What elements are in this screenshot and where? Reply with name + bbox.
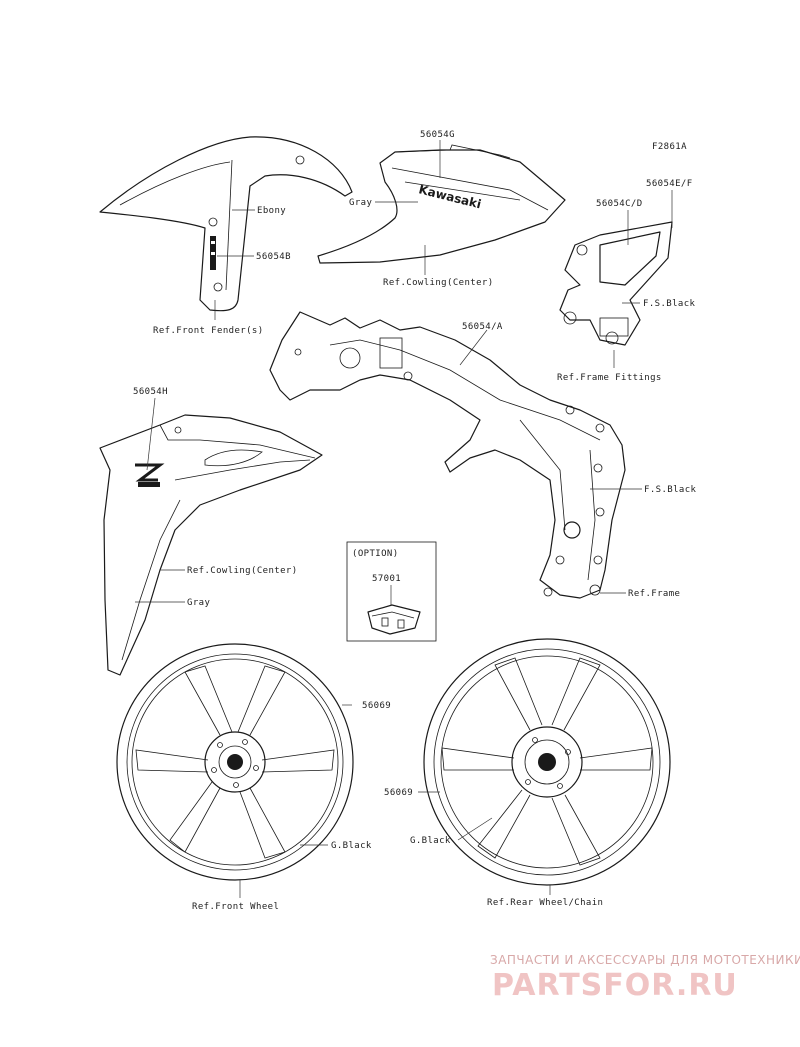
label-ebony: Ebony [257, 206, 286, 216]
label-fs-black-fittings: F.S.Black [643, 299, 696, 309]
label-ref-front-fender: Ref.Front Fender(s) [153, 326, 264, 336]
label-g-black-rear: G.Black [410, 836, 451, 846]
label-56054E-F: 56054E/F [646, 179, 693, 189]
label-57001: 57001 [372, 574, 401, 584]
label-ref-cowling-left: Ref.Cowling(Center) [187, 566, 298, 576]
label-56069-front: 56069 [362, 701, 391, 711]
label-ref-frame-fittings: Ref.Frame Fittings [557, 373, 662, 383]
cowling-center-top: Kawasaki [317, 144, 566, 264]
rear-wheel [423, 638, 671, 886]
label-ref-rear-wheel: Ref.Rear Wheel/Chain [487, 898, 603, 908]
label-fs-black-frame: F.S.Black [644, 485, 697, 495]
front-wheel [116, 643, 354, 881]
label-56054B: 56054B [256, 252, 291, 262]
label-g-black-front: G.Black [331, 841, 372, 851]
label-gray-top: Gray [349, 198, 372, 208]
watermark-brand: PARTSFOR.RU [492, 968, 738, 1003]
option-box: (OPTION) 57001 [346, 541, 437, 642]
label-56054C-D: 56054C/D [596, 199, 643, 209]
front-fender [99, 136, 353, 312]
label-56054G: 56054G [420, 130, 455, 140]
label-option: (OPTION) [352, 549, 399, 559]
cowling-center-left [99, 414, 323, 676]
label-56069-rear: 56069 [384, 788, 413, 798]
figure-code: F2861A [652, 142, 687, 152]
watermark-subtitle: ЗАПЧАСТИ И АКСЕССУАРЫ ДЛЯ МОТОТЕХНИКИ [490, 953, 800, 967]
label-gray-left: Gray [187, 598, 210, 608]
label-56054A: 56054/A [462, 322, 503, 332]
label-ref-cowling-top: Ref.Cowling(Center) [383, 278, 494, 288]
label-56054H: 56054H [133, 387, 168, 397]
label-ref-frame: Ref.Frame [628, 589, 680, 599]
main-frame [269, 311, 626, 599]
label-ref-front-wheel: Ref.Front Wheel [192, 902, 279, 912]
frame-fittings [559, 221, 673, 346]
